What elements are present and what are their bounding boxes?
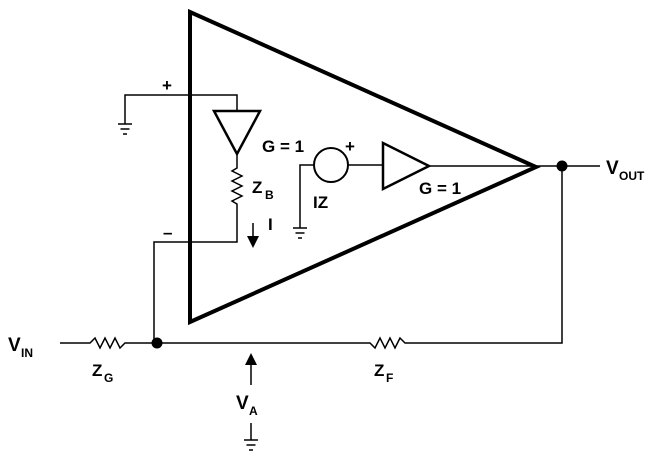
- plus-input-label: +: [162, 76, 172, 95]
- main-amplifier-triangle: [188, 8, 541, 326]
- svg-text:V: V: [8, 335, 21, 356]
- svg-text:IN: IN: [21, 346, 33, 360]
- iz-controlled-source: [313, 147, 349, 183]
- zb-label: Z B: [252, 178, 274, 202]
- vin-label: V IN: [8, 335, 33, 360]
- zg-label: Z G: [92, 361, 113, 385]
- current-arrow-icon: [247, 223, 259, 248]
- zg-resistor: [60, 336, 154, 350]
- current-i-label: I: [268, 215, 273, 234]
- svg-text:F: F: [386, 371, 393, 385]
- noninverting-input-wire: [124, 94, 238, 124]
- zb-resistor: [153, 154, 244, 343]
- va-arrow-icon: [245, 353, 257, 385]
- zf-feedback-path: [154, 166, 563, 350]
- inverting-node-dot: [151, 337, 163, 349]
- zf-label: Z F: [374, 361, 393, 385]
- minus-input-label: –: [163, 223, 172, 242]
- svg-text:Z: Z: [252, 178, 262, 197]
- svg-text:B: B: [265, 188, 274, 202]
- svg-text:Z: Z: [374, 361, 384, 380]
- vout-label: V OUT: [606, 158, 645, 183]
- output-buffer-gain-label: G = 1: [419, 179, 461, 198]
- va-label: V A: [236, 393, 258, 418]
- svg-text:Z: Z: [92, 361, 102, 380]
- input-buffer-triangle: [211, 109, 263, 157]
- iz-source-ground-wire: [299, 164, 314, 228]
- input-buffer-gain-label: G = 1: [262, 137, 304, 156]
- ground-symbol-iz: [293, 227, 307, 239]
- iz-label: IZ: [313, 193, 328, 212]
- output-buffer-triangle: [381, 140, 432, 192]
- svg-text:G: G: [104, 371, 113, 385]
- svg-text:V: V: [236, 393, 249, 414]
- svg-text:OUT: OUT: [619, 169, 645, 183]
- svg-text:A: A: [249, 404, 258, 418]
- ground-symbol-va: [244, 423, 258, 451]
- ground-symbol-noninverting: [118, 123, 132, 135]
- source-plus-label: +: [345, 137, 355, 156]
- svg-text:V: V: [606, 158, 619, 179]
